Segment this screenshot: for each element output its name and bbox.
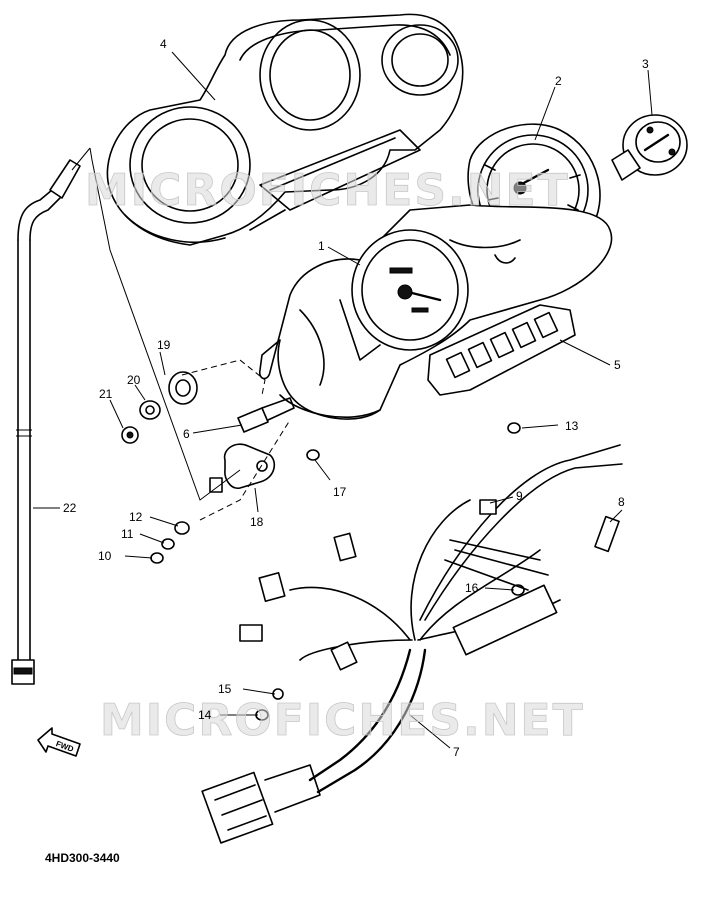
callout-11: 11	[121, 527, 134, 541]
leader-lines	[33, 51, 653, 749]
diagram-code: 4HD300-3440	[45, 851, 120, 865]
callout-9: 9	[516, 489, 523, 503]
callout-18: 18	[250, 515, 264, 529]
callout-21: 21	[99, 387, 113, 401]
callout-10: 10	[98, 549, 112, 563]
watermark-bottom: MICROFICHES.NET	[100, 695, 585, 746]
drive-gear-part-6	[237, 397, 295, 433]
callout-4: 4	[160, 37, 167, 51]
callout-17: 17	[333, 485, 347, 499]
grommet-part-19	[121, 371, 198, 444]
callout-19: 19	[157, 338, 171, 352]
callout-16: 16	[465, 581, 479, 595]
callout-6: 6	[183, 427, 190, 441]
callout-14: 14	[198, 708, 212, 722]
callout-1: 1	[318, 239, 325, 253]
callout-15: 15	[218, 682, 232, 696]
forward-arrow-icon: FWD	[37, 727, 81, 757]
callout-8: 8	[618, 495, 625, 509]
indicator-panel-part-5	[427, 304, 576, 396]
callout-3: 3	[642, 57, 649, 71]
small-fasteners	[150, 422, 525, 721]
meter-housing-part-4	[106, 13, 464, 246]
indicator-unit-part-3	[611, 114, 688, 181]
callout-12: 12	[129, 510, 143, 524]
wire-harness-part-7	[201, 444, 623, 844]
callout-13: 13	[565, 419, 579, 433]
callout-7: 7	[453, 745, 460, 759]
callout-5: 5	[614, 358, 621, 372]
speedometer-part-1	[258, 204, 613, 420]
callout-2: 2	[555, 74, 562, 88]
callout-labels: 4 2 3 1 5 13 6 17 18 19 20 21 22 12 11 1…	[63, 37, 649, 759]
meter-cable-part-22	[11, 159, 81, 685]
callout-20: 20	[127, 373, 141, 387]
gear-unit-part-18	[209, 443, 276, 493]
callout-22: 22	[63, 501, 77, 515]
watermark-top: MICROFICHES.NET	[85, 165, 570, 216]
